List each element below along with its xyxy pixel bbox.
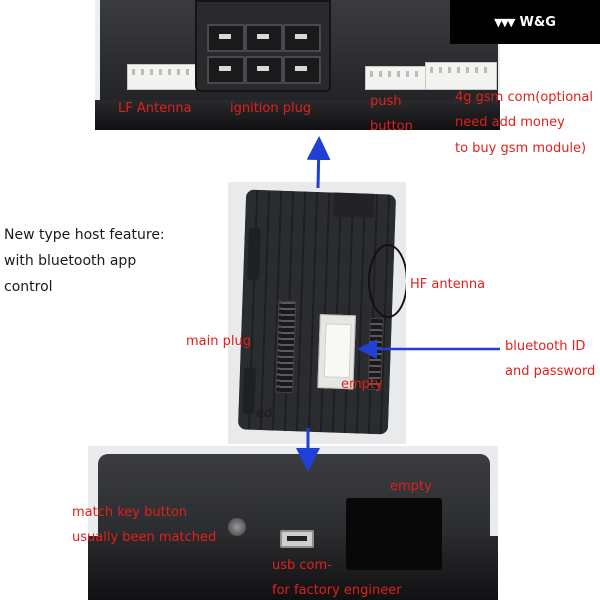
- label-push-line1: push: [370, 94, 402, 109]
- label-main-plug: main plug: [186, 334, 251, 349]
- middle-device-photo: [228, 182, 406, 444]
- top-device-photo: [95, 0, 500, 130]
- label-bluetooth-line2: and password: [505, 364, 596, 379]
- logo-text: W&G: [519, 14, 556, 30]
- label-lf-antenna: LF Antenna: [118, 101, 192, 116]
- plug-pin: [245, 56, 283, 84]
- gsm-connector: [425, 62, 497, 90]
- label-gsm-line3: to buy gsm module): [455, 141, 587, 156]
- hf-antenna-cable: [368, 244, 406, 318]
- label-bluetooth-line1: bluetooth ID: [505, 339, 586, 354]
- label-gsm-line1: 4g gsm com(optional: [455, 90, 593, 105]
- label-gsm-line2: need add money: [455, 115, 565, 130]
- plug-pin: [283, 56, 321, 84]
- arrow-up-to-top-view: [306, 136, 331, 189]
- match-key-button: [228, 518, 246, 536]
- empty-slot: [346, 498, 442, 570]
- label-usb-line1: usb com-: [272, 558, 332, 573]
- logo-mark-icon: ▼▼▼: [494, 15, 515, 29]
- plug-pin: [207, 24, 245, 52]
- label-usb-line2: for factory engineer: [272, 583, 402, 598]
- plug-pin: [283, 24, 321, 52]
- label-push-line2: button: [370, 119, 413, 134]
- plug-pin: [245, 24, 283, 52]
- label-ignition-plug: ignition plug: [230, 101, 312, 116]
- lf-antenna-connector: [127, 64, 197, 90]
- brand-logo: ▼▼▼ W&G: [450, 0, 600, 44]
- bottom-device-photo: [88, 446, 498, 600]
- push-button-connector: [365, 66, 427, 90]
- label-empty-bottom: empty: [390, 479, 432, 494]
- feature-text-line3: control: [4, 279, 53, 295]
- label-empty-middle: empty: [341, 377, 383, 392]
- label-match-key-line2: usually been matched: [72, 530, 217, 545]
- label-led: ed: [256, 406, 273, 421]
- ignition-plug-connector: [195, 0, 331, 92]
- label-hf-antenna: HF antenna: [410, 277, 486, 292]
- feature-text-line2: with bluetooth app: [4, 253, 137, 269]
- usb-port: [280, 530, 314, 548]
- label-match-key-line1: match key button: [72, 505, 188, 520]
- feature-text-line1: New type host feature:: [4, 227, 165, 243]
- plug-pin: [207, 56, 245, 84]
- top-device-edge: [95, 100, 500, 130]
